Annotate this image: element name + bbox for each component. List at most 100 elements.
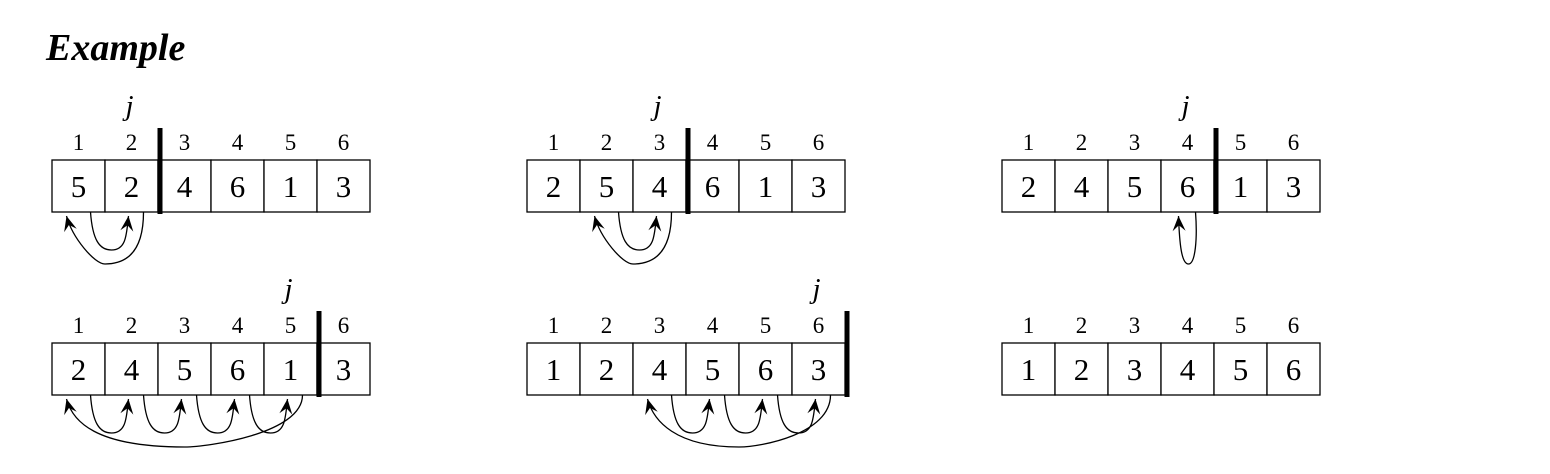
array-cell (1001, 159, 1056, 213)
cell-value: 3 (1127, 352, 1143, 387)
index-label: 6 (813, 313, 825, 338)
move-arrow (670, 394, 715, 434)
index-label: 3 (654, 130, 666, 155)
cell-value: 5 (1233, 352, 1249, 387)
panels-group: 5 2 4 6 1 3 1 2 3 4 5 6 j 2 5 4 6 1 3 1 2 3 4 5 6 j 2 4 5 6 1 3 1 2 3 4 5 6 j 2… (51, 90, 1321, 448)
cell-value: 4 (124, 352, 140, 387)
cell-value: 6 (705, 169, 721, 204)
arrowhead (592, 216, 605, 233)
cell-value: 6 (1180, 169, 1196, 204)
array-cell (632, 159, 687, 213)
cell-value: 4 (177, 169, 193, 204)
index-label: 4 (707, 313, 719, 338)
array-cell (738, 159, 793, 213)
index-label: 3 (179, 130, 191, 155)
arrowhead (64, 216, 77, 233)
index-label: 1 (1023, 313, 1035, 338)
move-arrow (89, 211, 134, 251)
index-label: 6 (1288, 313, 1300, 338)
array-cell (1266, 159, 1321, 213)
array-cell (157, 159, 212, 213)
array-cell (1266, 342, 1321, 396)
array-cell (791, 342, 846, 396)
move-arrow (248, 394, 293, 434)
index-label: 2 (126, 313, 138, 338)
index-label: 2 (601, 313, 613, 338)
index-label: 5 (285, 313, 297, 338)
cell-value: 2 (1074, 352, 1090, 387)
j-label: j (121, 90, 133, 122)
cell-value: 2 (599, 352, 615, 387)
cell-value: 4 (1074, 169, 1090, 204)
arrowhead (807, 399, 821, 415)
array-cell (1107, 342, 1162, 396)
array-cell (526, 159, 581, 213)
j-label: j (808, 273, 820, 305)
cell-value: 1 (546, 352, 562, 387)
array-cell (51, 159, 106, 213)
cell-value: 3 (811, 169, 827, 204)
array-cell (1054, 342, 1109, 396)
index-label: 6 (338, 313, 350, 338)
index-label: 5 (285, 130, 297, 155)
index-label: 4 (707, 130, 719, 155)
move-arrow (1172, 211, 1197, 265)
index-label: 2 (126, 130, 138, 155)
cell-value: 1 (1233, 169, 1249, 204)
cell-value: 2 (546, 169, 562, 204)
cell-value: 6 (230, 169, 246, 204)
j-label: j (649, 90, 661, 122)
cell-value: 5 (71, 169, 87, 204)
array-cell (685, 159, 740, 213)
cell-value: 4 (652, 352, 668, 387)
j-label: j (1177, 90, 1189, 122)
index-label: 5 (760, 130, 772, 155)
index-label: 5 (760, 313, 772, 338)
cell-value: 6 (1286, 352, 1302, 387)
index-label: 1 (548, 130, 560, 155)
move-arrow (723, 394, 768, 434)
arrowhead (173, 399, 187, 415)
array-cell (526, 342, 581, 396)
index-label: 5 (1235, 313, 1247, 338)
array-cell (791, 159, 846, 213)
index-label: 6 (813, 130, 825, 155)
array-cell (579, 342, 634, 396)
move-arrow (64, 394, 304, 448)
move-arrow (592, 211, 673, 265)
array-cell (1054, 159, 1109, 213)
cell-value: 2 (71, 352, 87, 387)
cell-value: 5 (1127, 169, 1143, 204)
cell-value: 3 (336, 352, 352, 387)
diagram-title: Example (45, 27, 185, 69)
cell-value: 5 (177, 352, 193, 387)
index-label: 4 (1182, 130, 1194, 155)
cell-value: 4 (1180, 352, 1196, 387)
array-cell (1213, 342, 1268, 396)
index-label: 3 (1129, 313, 1141, 338)
move-arrow (142, 394, 187, 434)
index-label: 1 (73, 130, 85, 155)
cell-value: 5 (705, 352, 721, 387)
cell-value: 1 (1021, 352, 1037, 387)
array-cell (263, 342, 318, 396)
cell-value: 4 (652, 169, 668, 204)
cell-value: 2 (124, 169, 140, 204)
move-arrow (645, 394, 832, 448)
index-label: 3 (1129, 130, 1141, 155)
cell-value: 3 (811, 352, 827, 387)
cell-value: 1 (283, 169, 299, 204)
index-label: 3 (179, 313, 191, 338)
move-arrow (617, 211, 662, 251)
index-label: 2 (1076, 130, 1088, 155)
arrowhead (279, 399, 293, 415)
cell-value: 2 (1021, 169, 1037, 204)
arrowhead (645, 399, 658, 416)
index-label: 4 (232, 130, 244, 155)
arrowhead (64, 399, 77, 416)
